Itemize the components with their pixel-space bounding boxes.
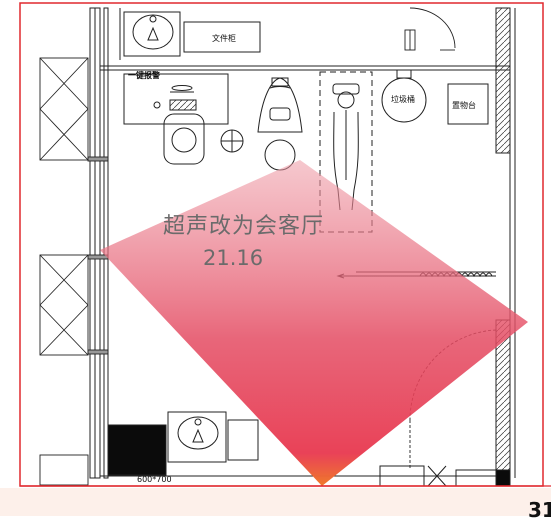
room-walls: [89, 7, 516, 479]
bottom-strip: [0, 488, 551, 516]
room-area: 21.16: [203, 246, 264, 270]
trash-and-storage: [381, 69, 489, 125]
sink-top: [123, 11, 261, 57]
corner-number: 31: [528, 498, 551, 522]
dimension-label: 600*700: [137, 475, 172, 484]
trash-bin-label: 垃圾桶: [391, 95, 415, 104]
file-cabinet-label: 文件柜: [212, 34, 236, 43]
desk-and-chairs: [123, 73, 244, 165]
highlight-diamond: [100, 160, 528, 486]
one-key-alarm-label: 一键报警: [128, 71, 160, 80]
storage-table-label: 置物台: [452, 101, 476, 110]
door-top: [404, 7, 456, 51]
room-name: 超声改为会客厅: [163, 214, 325, 239]
window-outlines: [39, 57, 109, 486]
exam-bed: [319, 71, 373, 233]
bottom-fixtures: [107, 411, 511, 487]
ultrasound-machine: [257, 77, 303, 171]
